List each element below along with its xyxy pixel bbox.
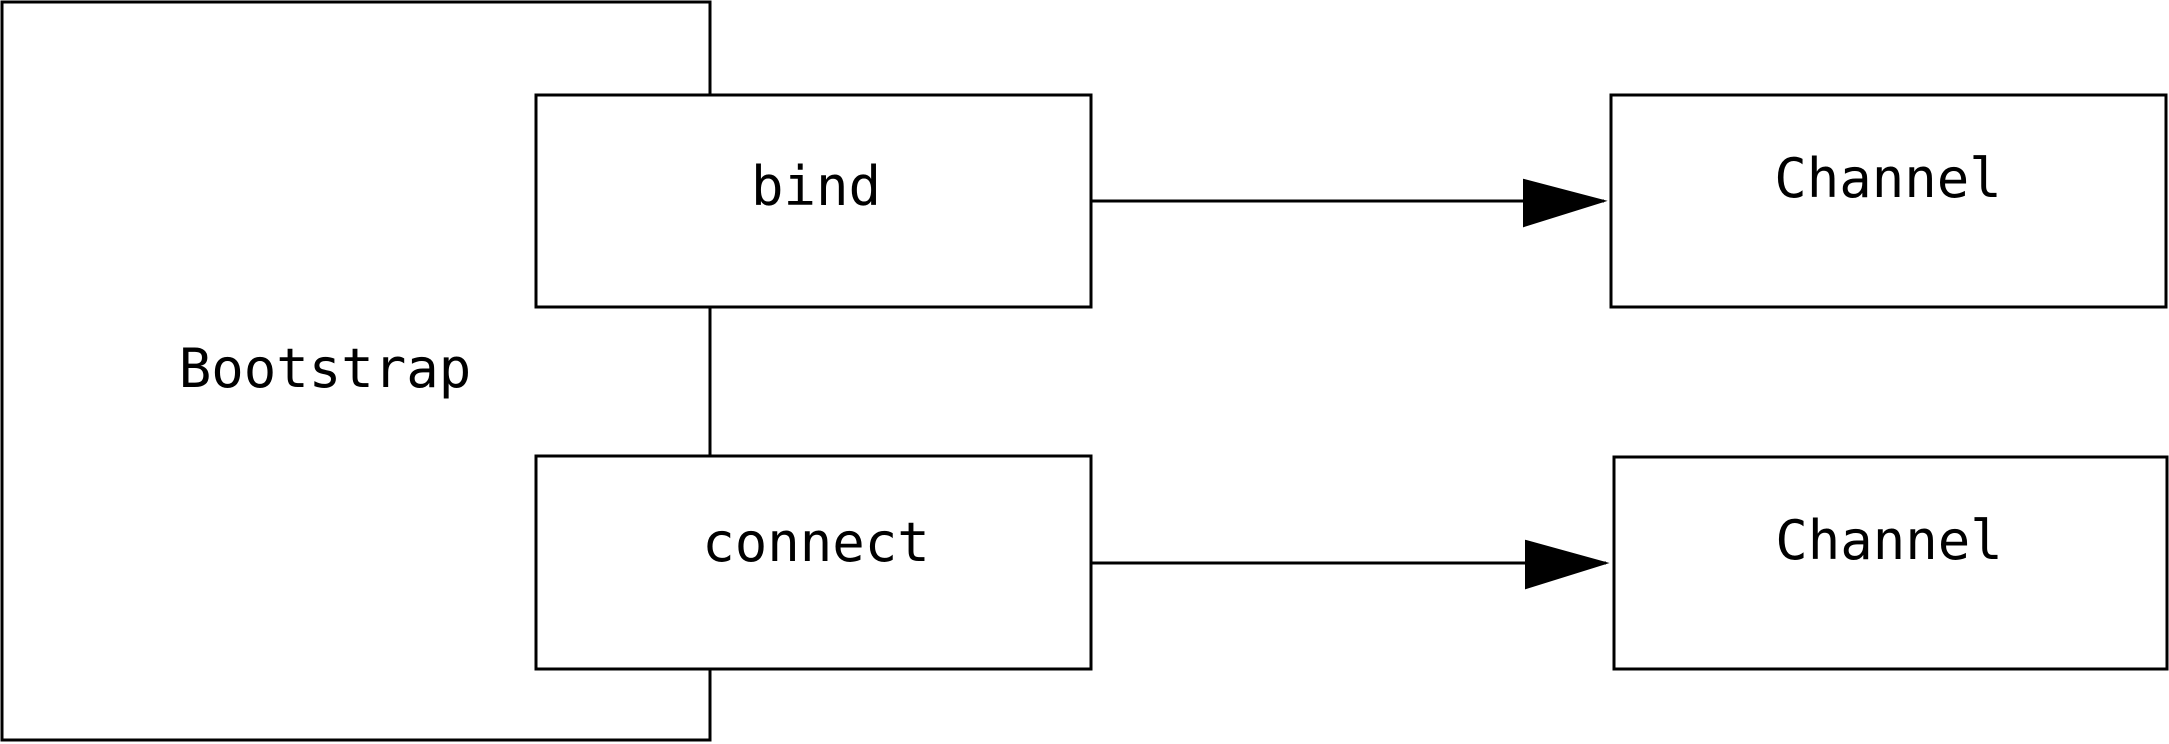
bind-node: bind [534, 93, 1093, 309]
channel-bottom-label: Channel [1775, 509, 2003, 572]
bind-label: bind [751, 155, 881, 218]
channel-top-node: Channel [1609, 93, 2168, 309]
edge-bind-to-channel [1091, 178, 1608, 228]
bootstrap-label: Bootstrap [179, 337, 472, 400]
edge-connect-to-channel [1091, 539, 1610, 590]
channel-top-label: Channel [1774, 147, 2002, 210]
channel-bottom-node: Channel [1612, 455, 2169, 671]
connect-label: connect [702, 511, 930, 574]
connect-box [534, 454, 1093, 671]
bind-box [534, 93, 1093, 309]
channel-bottom-box [1612, 455, 2169, 671]
connect-node: connect [534, 454, 1093, 671]
arrowhead-icon [1523, 178, 1608, 228]
arrowhead-icon [1525, 539, 1610, 590]
channel-top-box [1609, 93, 2168, 309]
